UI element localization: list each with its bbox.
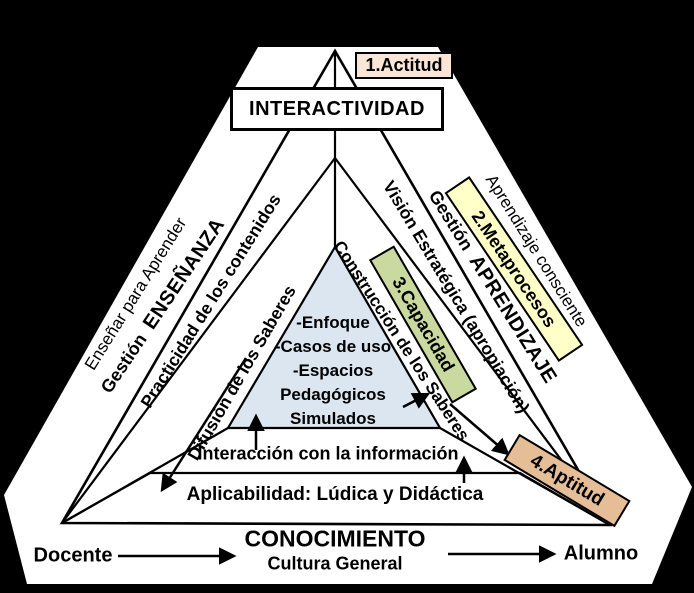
outer-triangle — [59, 48, 613, 527]
down-left-arrow — [160, 357, 248, 493]
list-item: -Enfoque — [296, 313, 370, 332]
aplicabilidad-label: Aplicabilidad: Lúdica y Didáctica — [186, 484, 484, 505]
conocimiento-label: CONOCIMIENTO — [244, 525, 426, 552]
list-item: Simulados — [290, 409, 376, 428]
docente-label: Docente — [33, 544, 113, 567]
actitud-box: 1.Actitud — [355, 52, 453, 79]
core-blue-triangle — [226, 244, 442, 430]
list-item: Pedagógicos — [280, 385, 386, 404]
interactividad-box: INTERACTIVIDAD — [230, 87, 444, 131]
arrow-to-aptitud — [449, 403, 510, 456]
cultura-general-label: Cultura General — [267, 553, 403, 574]
list-item: -Espacios — [292, 361, 374, 380]
list-item: -Casos de uso — [274, 337, 392, 356]
interaccion-label: Interacción con la información — [197, 443, 459, 464]
arrow-to-construccion — [402, 392, 431, 409]
band-separator-line — [61, 471, 611, 526]
alumno-label: Alumno — [563, 542, 639, 565]
core-triangle-list: -Enfoque -Casos de uso -Espacios Pedagóg… — [275, 311, 391, 431]
